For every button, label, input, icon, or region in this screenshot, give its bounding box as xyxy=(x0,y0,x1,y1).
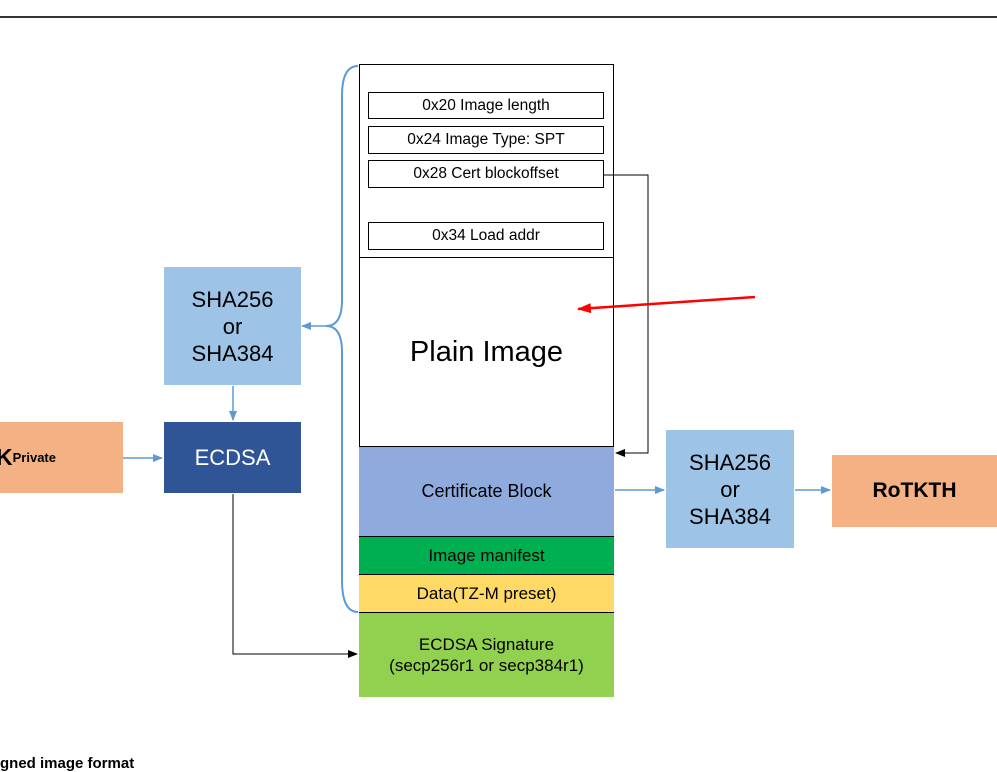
hash-right-or: or xyxy=(720,476,740,502)
hash-right-sha256: SHA256 xyxy=(689,449,771,475)
hash-left-or: or xyxy=(222,313,243,339)
field-cert-block-offset: 0x28 Cert blockoffset xyxy=(368,160,604,188)
ecdsa-signature-block: ECDSA Signature (secp256r1 or secp384r1) xyxy=(359,612,614,697)
field-load-addr: 0x34 Load addr xyxy=(368,222,604,250)
hash-right-sha384: SHA384 xyxy=(689,503,771,529)
image-header-area xyxy=(359,64,614,258)
signature-curves: (secp256r1 or secp384r1) xyxy=(389,656,584,675)
hash-left-sha256: SHA256 xyxy=(191,286,274,312)
field-image-type: 0x24 Image Type: SPT xyxy=(368,126,604,154)
rotkth-box: RoTKTH xyxy=(832,455,997,527)
red-annotation-arrow xyxy=(577,295,756,314)
hash-left-sha384: SHA384 xyxy=(191,340,274,366)
hash-coverage-brace xyxy=(325,65,359,613)
plain-image-block: Plain Image xyxy=(409,335,564,368)
private-key-letter: K xyxy=(0,444,13,470)
arrow-cert-offset-pointer xyxy=(604,174,649,457)
hash-box-right: SHA256 or SHA384 xyxy=(666,430,794,548)
certificate-block: Certificate Block xyxy=(359,446,614,536)
arrow-ecdsa-to-signature xyxy=(232,494,358,658)
signature-title: ECDSA Signature xyxy=(418,635,555,654)
field-image-length: 0x20 Image length xyxy=(368,92,604,119)
private-key-subscript: Private xyxy=(12,450,56,465)
top-rule xyxy=(0,16,997,18)
hash-box-left: SHA256 or SHA384 xyxy=(164,267,301,385)
image-manifest-block: Image manifest xyxy=(359,536,614,574)
data-tzm-preset-block: Data(TZ-M preset) xyxy=(359,574,614,612)
ecdsa-box: ECDSA xyxy=(164,422,301,493)
